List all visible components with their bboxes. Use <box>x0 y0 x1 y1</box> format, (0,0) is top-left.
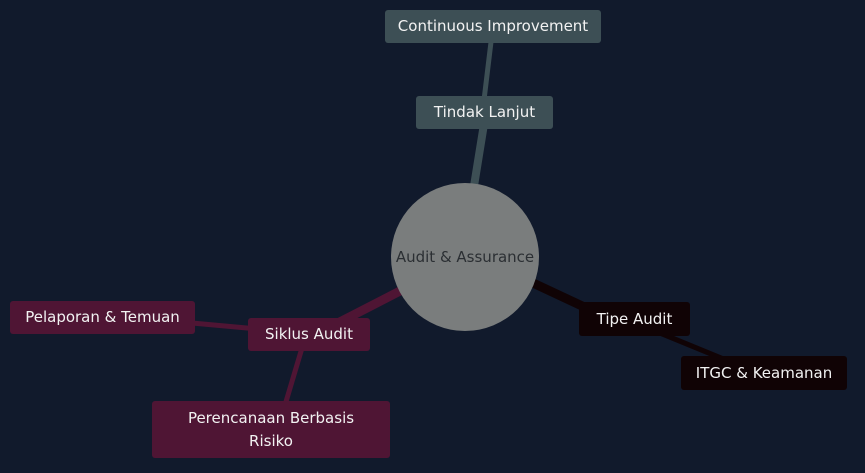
node-siklus-audit-label: Siklus Audit <box>265 325 353 343</box>
node-itgc-keamanan-label: ITGC & Keamanan <box>695 363 833 382</box>
edge-siklus-audit-perencanaan <box>282 345 305 408</box>
node-pelaporan-temuan[interactable]: Pelaporan & Temuan <box>10 301 195 334</box>
node-tindak-lanjut[interactable]: Tindak Lanjut <box>416 96 553 129</box>
edge-tindak-lanjut-continuous-improvement <box>481 39 494 103</box>
node-root-label: Audit & Assurance <box>395 247 535 266</box>
node-continuous-improvement[interactable]: Continuous Improvement <box>385 10 601 43</box>
node-itgc-keamanan[interactable]: ITGC & Keamanan <box>681 356 847 390</box>
node-root[interactable]: Audit & Assurance <box>391 183 539 331</box>
node-tindak-lanjut-label: Tindak Lanjut <box>433 103 536 121</box>
edge-siklus-audit-pelaporan <box>189 320 261 332</box>
node-tipe-audit-label: Tipe Audit <box>596 309 673 328</box>
edge-root-tindak-lanjut <box>470 120 488 190</box>
node-perencanaan-berbasis-risiko-label: Perencanaan Berbasis Risiko <box>187 408 355 450</box>
node-perencanaan-berbasis-risiko[interactable]: Perencanaan Berbasis Risiko <box>152 401 390 458</box>
node-siklus-audit[interactable]: Siklus Audit <box>248 318 370 351</box>
node-tipe-audit[interactable]: Tipe Audit <box>579 302 690 336</box>
node-pelaporan-temuan-label: Pelaporan & Temuan <box>25 308 180 326</box>
node-continuous-improvement-label: Continuous Improvement <box>397 17 589 35</box>
